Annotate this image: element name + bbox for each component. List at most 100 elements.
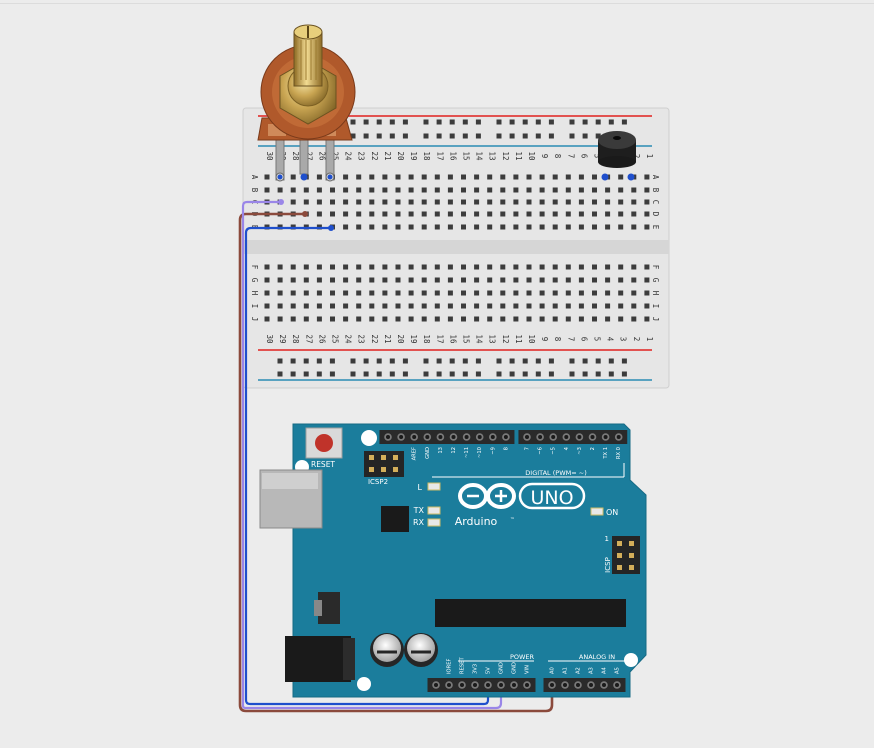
breadboard-hole[interactable]	[500, 199, 506, 205]
breadboard-hole[interactable]	[513, 211, 519, 217]
breadboard-hole[interactable]	[356, 224, 362, 230]
breadboard-hole[interactable]	[526, 199, 532, 205]
breadboard-hole[interactable]	[408, 211, 414, 217]
breadboard-hole[interactable]	[618, 290, 624, 296]
piezo-buzzer[interactable]	[598, 131, 636, 181]
breadboard-hole[interactable]	[618, 224, 624, 230]
breadboard-hole[interactable]	[526, 316, 532, 322]
breadboard-hole[interactable]	[644, 303, 650, 309]
breadboard-hole[interactable]	[316, 303, 322, 309]
breadboard-hole[interactable]	[592, 187, 597, 193]
breadboard-hole[interactable]	[595, 371, 601, 377]
breadboard-hole[interactable]	[363, 358, 369, 364]
breadboard-hole[interactable]	[356, 187, 362, 193]
breadboard-hole[interactable]	[408, 290, 414, 296]
breadboard-hole[interactable]	[382, 303, 388, 309]
breadboard-hole[interactable]	[644, 211, 650, 217]
breadboard-hole[interactable]	[496, 133, 502, 139]
breadboard-hole[interactable]	[509, 119, 515, 125]
breadboard-hole[interactable]	[631, 277, 637, 283]
breadboard-hole[interactable]	[461, 303, 466, 309]
breadboard-hole[interactable]	[382, 224, 388, 230]
breadboard-hole[interactable]	[461, 174, 466, 180]
breadboard-hole[interactable]	[578, 199, 584, 205]
breadboard-hole[interactable]	[500, 187, 506, 193]
reset-button-cap[interactable]	[315, 434, 333, 452]
breadboard-hole[interactable]	[462, 358, 468, 364]
breadboard-hole[interactable]	[621, 371, 627, 377]
breadboard-hole[interactable]	[513, 174, 519, 180]
breadboard-hole[interactable]	[631, 316, 637, 322]
breadboard-hole[interactable]	[290, 277, 296, 283]
breadboard-holes[interactable]	[264, 119, 650, 377]
breadboard-hole[interactable]	[582, 133, 588, 139]
breadboard-hole[interactable]	[290, 174, 296, 180]
arduino-uno-board[interactable]: RESET ICSP2 L TX RX	[259, 423, 647, 698]
breadboard-hole[interactable]	[578, 174, 584, 180]
breadboard-hole[interactable]	[462, 119, 468, 125]
breadboard-hole[interactable]	[423, 358, 429, 364]
breadboard-hole[interactable]	[369, 277, 375, 283]
breadboard-hole[interactable]	[329, 371, 335, 377]
breadboard-hole[interactable]	[343, 290, 349, 296]
breadboard-hole[interactable]	[592, 277, 597, 283]
breadboard-hole[interactable]	[434, 264, 440, 270]
breadboard-hole[interactable]	[436, 371, 442, 377]
breadboard-hole[interactable]	[487, 264, 493, 270]
breadboard-hole[interactable]	[421, 211, 427, 217]
breadboard-hole[interactable]	[449, 358, 455, 364]
breadboard-hole[interactable]	[316, 199, 322, 205]
breadboard-hole[interactable]	[461, 316, 466, 322]
breadboard-hole[interactable]	[277, 303, 283, 309]
breadboard-hole[interactable]	[343, 187, 349, 193]
breadboard-hole[interactable]	[618, 199, 624, 205]
breadboard-hole[interactable]	[369, 224, 375, 230]
breadboard-hole[interactable]	[423, 119, 429, 125]
breadboard-hole[interactable]	[421, 303, 427, 309]
breadboard-hole[interactable]	[552, 174, 558, 180]
breadboard-hole[interactable]	[565, 290, 571, 296]
breadboard-hole[interactable]	[434, 277, 440, 283]
breadboard-hole[interactable]	[277, 316, 283, 322]
breadboard-hole[interactable]	[500, 316, 506, 322]
breadboard-hole[interactable]	[539, 303, 545, 309]
breadboard-hole[interactable]	[343, 199, 349, 205]
breadboard-hole[interactable]	[395, 316, 401, 322]
breadboard-hole[interactable]	[277, 187, 283, 193]
breadboard-hole[interactable]	[474, 224, 480, 230]
breadboard-hole[interactable]	[644, 316, 650, 322]
breadboard-hole[interactable]	[447, 264, 453, 270]
breadboard-hole[interactable]	[436, 133, 442, 139]
breadboard-hole[interactable]	[552, 303, 558, 309]
breadboard-hole[interactable]	[595, 358, 601, 364]
breadboard-hole[interactable]	[474, 199, 480, 205]
breadboard-hole[interactable]	[605, 316, 611, 322]
breadboard-hole[interactable]	[578, 290, 584, 296]
breadboard-hole[interactable]	[264, 187, 270, 193]
breadboard-hole[interactable]	[592, 264, 597, 270]
breadboard-hole[interactable]	[408, 277, 414, 283]
breadboard-hole[interactable]	[461, 224, 466, 230]
breadboard-hole[interactable]	[461, 290, 466, 296]
breadboard-hole[interactable]	[423, 133, 429, 139]
breadboard-hole[interactable]	[552, 290, 558, 296]
breadboard-hole[interactable]	[421, 199, 427, 205]
breadboard-hole[interactable]	[592, 174, 597, 180]
breadboard-hole[interactable]	[595, 119, 601, 125]
breadboard-hole[interactable]	[343, 264, 349, 270]
breadboard-hole[interactable]	[522, 119, 528, 125]
breadboard-hole[interactable]	[513, 187, 519, 193]
breadboard-hole[interactable]	[569, 358, 575, 364]
breadboard-hole[interactable]	[461, 187, 466, 193]
breadboard-hole[interactable]	[608, 371, 614, 377]
breadboard-hole[interactable]	[582, 119, 588, 125]
breadboard-hole[interactable]	[350, 119, 356, 125]
breadboard-hole[interactable]	[539, 187, 545, 193]
breadboard-hole[interactable]	[389, 371, 395, 377]
breadboard-hole[interactable]	[421, 316, 427, 322]
breadboard-hole[interactable]	[582, 371, 588, 377]
breadboard-hole[interactable]	[277, 290, 283, 296]
breadboard-hole[interactable]	[565, 199, 571, 205]
breadboard-hole[interactable]	[578, 187, 584, 193]
